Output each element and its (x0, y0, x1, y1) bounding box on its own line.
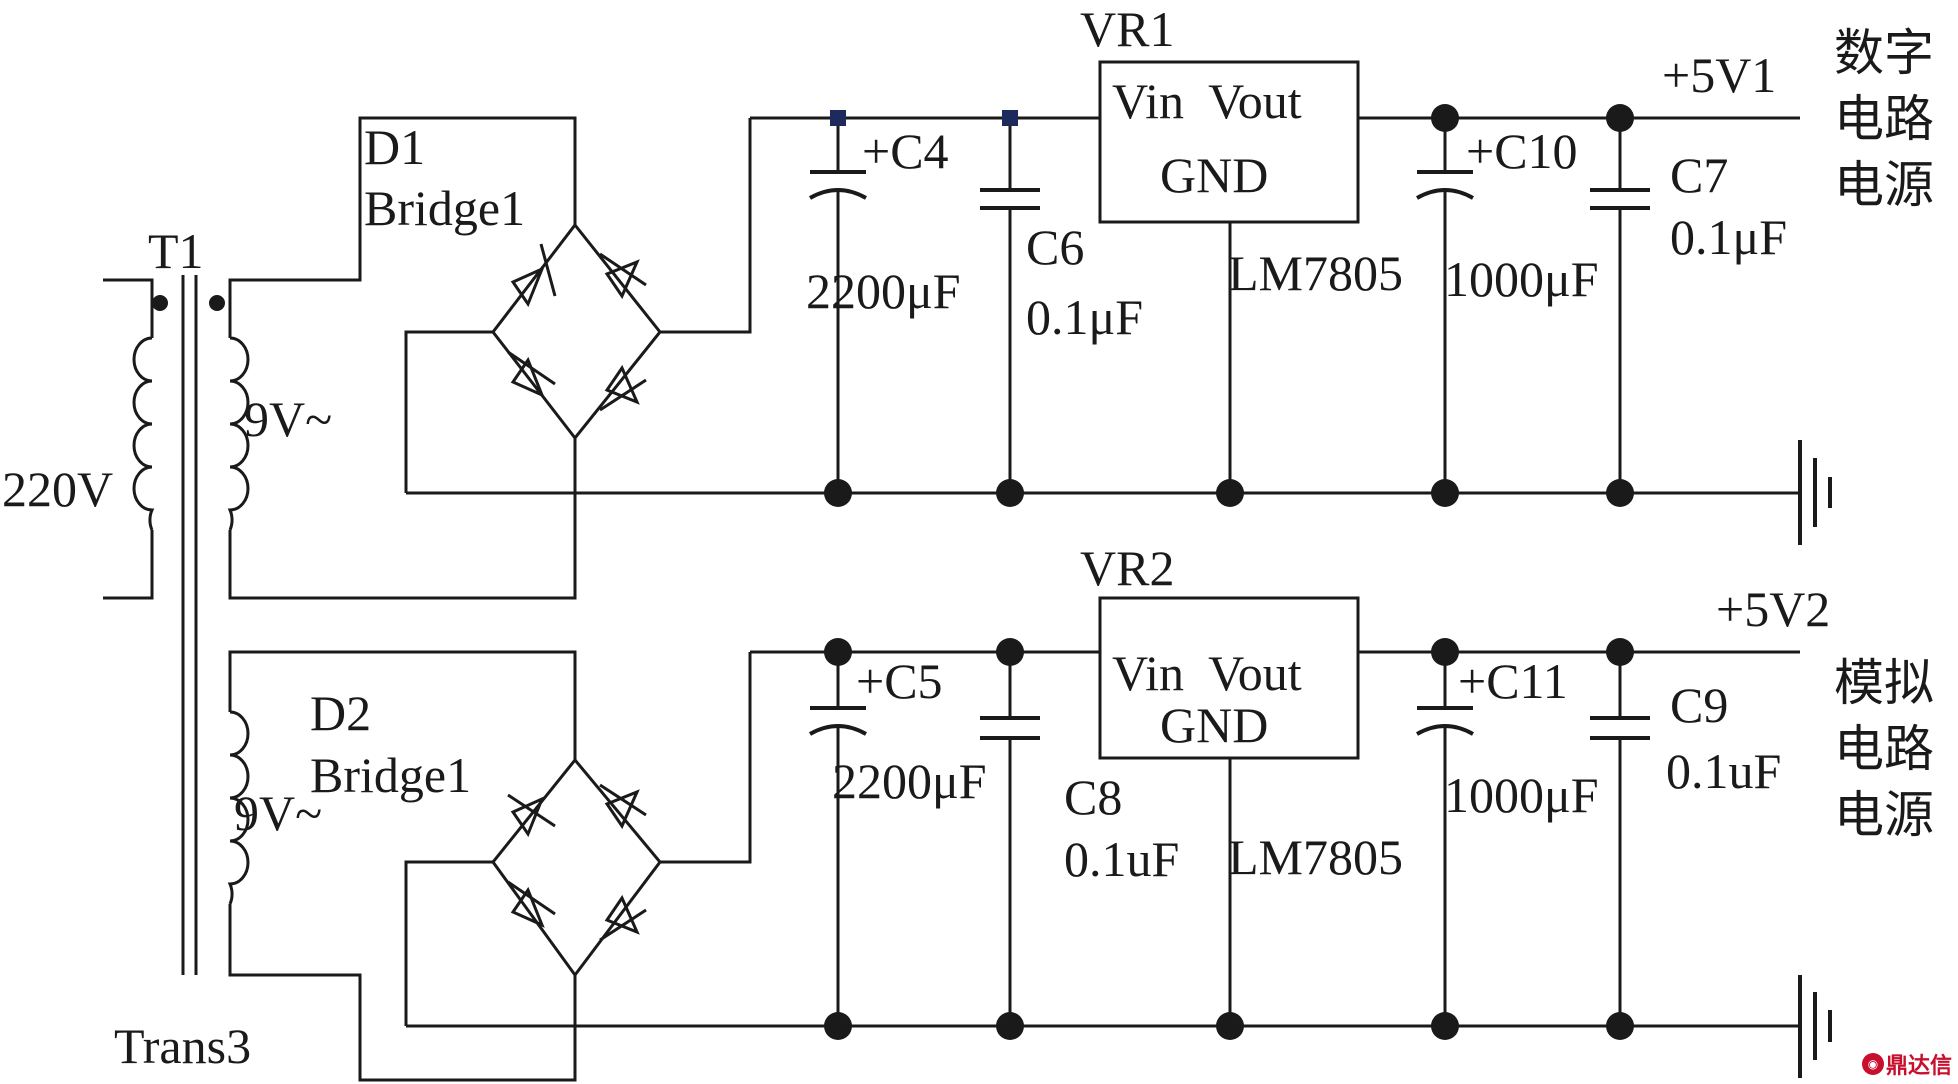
junction-marker (830, 110, 846, 126)
vr1-pins: Vin Vout (1112, 73, 1302, 129)
c5-label: +C5 (856, 653, 943, 709)
c5-value: 2200μF (832, 753, 987, 809)
secondary-voltage-label-1: 9V~ (244, 391, 332, 447)
vr1-gnd: GND (1160, 147, 1268, 203)
c4-label: +C4 (862, 123, 949, 179)
c6-value: 0.1μF (1026, 289, 1143, 345)
c11-label: +C11 (1458, 653, 1568, 709)
watermark-text: 鼎达信 (1885, 1054, 1952, 1079)
bridge-d1: D1 Bridge1 (364, 118, 752, 493)
c6-label: C6 (1026, 219, 1084, 275)
c4-value: 2200μF (806, 263, 961, 319)
ground-symbol (1798, 440, 1832, 545)
secondary-winding-1 (227, 336, 250, 531)
vr2-model: LM7805 (1228, 829, 1403, 885)
transformer-ref: T1 (148, 223, 204, 279)
secondary-voltage-label-2: 9V~ (234, 785, 322, 841)
c8-value: 0.1uF (1064, 831, 1179, 887)
vr2-gnd: GND (1160, 697, 1268, 753)
rail-5v2: +5V2 (1716, 581, 1830, 637)
c8-label: C8 (1064, 769, 1122, 825)
watermark-logo: ◉ 鼎达信 (1861, 1048, 1952, 1080)
c10-value: 1000μF (1444, 251, 1599, 307)
lower-supply: VR2 Vin Vout GND LM7805 +C5 2200μF C8 0.… (406, 540, 1934, 1078)
ground-symbol (1798, 975, 1832, 1078)
bridge-d2: D2 Bridge1 (310, 652, 752, 1026)
secondary-winding-2 (227, 710, 250, 905)
rail-5v2-desc-1: 模拟 (1834, 654, 1934, 712)
bridge-d1-ref: D1 (364, 119, 425, 175)
c11-value: 1000μF (1444, 767, 1599, 823)
rail-5v1-desc-3: 电源 (1834, 156, 1934, 214)
upper-supply: VR1 Vin Vout GND LM7805 +C4 2200μF C6 0.… (406, 1, 1934, 545)
vr1-ref: VR1 (1080, 1, 1174, 57)
vr2-pins: Vin Vout (1112, 645, 1302, 701)
rail-5v1-desc-2: 电路 (1834, 90, 1934, 148)
c7-value: 0.1μF (1670, 209, 1787, 265)
rail-5v2-desc-3: 电源 (1834, 786, 1934, 844)
regulator-vr1 (1098, 60, 1360, 224)
regulator-vr2 (1098, 596, 1360, 760)
c9-value: 0.1uF (1666, 743, 1781, 799)
logo-icon: ◉ (1861, 1053, 1884, 1075)
c9-label: C9 (1670, 677, 1728, 733)
transformer-t1: T1 220V 9V~ 9V~ Trans3 (2, 116, 577, 1082)
transformer-model: Trans3 (114, 1018, 251, 1074)
primary-voltage-label: 220V (2, 461, 113, 517)
rail-5v1: +5V1 (1662, 47, 1776, 103)
bridge-d2-model: Bridge1 (310, 747, 471, 803)
vr2-ref: VR2 (1080, 540, 1174, 596)
rail-5v1-desc-1: 数字 (1834, 24, 1934, 82)
c10-label: +C10 (1466, 123, 1578, 179)
junction-marker (1002, 110, 1018, 126)
bridge-d1-model: Bridge1 (364, 180, 525, 236)
rail-5v2-desc-2: 电路 (1834, 720, 1934, 778)
vr1-model: LM7805 (1228, 245, 1403, 301)
c7-label: C7 (1670, 147, 1728, 203)
primary-winding (132, 336, 155, 531)
bridge-d2-ref: D2 (310, 685, 371, 741)
